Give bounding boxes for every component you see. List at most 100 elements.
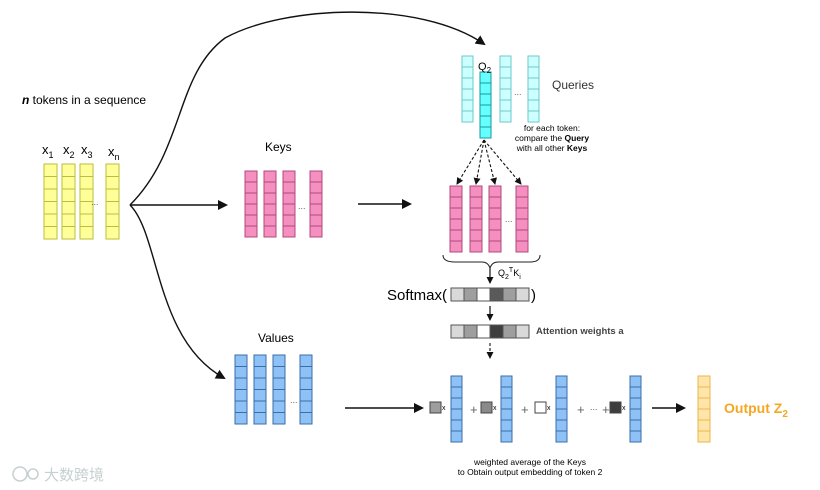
token-label-x3: x3 (81, 142, 93, 160)
key-stack-brace (442, 254, 541, 270)
vector-cell (79, 176, 94, 190)
vector-cell (43, 226, 58, 240)
query-compare-arrows (456, 139, 522, 185)
vector-cell (234, 389, 248, 402)
vector-cell (272, 389, 286, 402)
vector-cell (555, 430, 568, 443)
plus-sign: + (521, 402, 529, 417)
vector-cell (555, 408, 568, 421)
vector-cell (299, 354, 313, 367)
queries-note: for each token: compare the Query with a… (515, 123, 589, 153)
attention-cell-6 (515, 324, 530, 339)
token-vector-1 (43, 163, 58, 240)
vector-cell (515, 229, 529, 242)
vector-cell (449, 240, 463, 253)
svg-text:大数跨境: 大数跨境 (44, 466, 104, 484)
softmax-cell-5 (502, 287, 517, 302)
svg-text:weighted average of the Keys: weighted average of the Keys (473, 457, 586, 467)
key-stack-vector-1 (449, 185, 463, 253)
weighted-value-vector-4 (629, 375, 642, 443)
queries-ellipsis: ... (514, 87, 522, 97)
vector-cell (629, 419, 642, 432)
vector-cell (253, 389, 267, 402)
vector-cell (272, 366, 286, 379)
vector-cell (527, 110, 540, 123)
vector-cell (61, 226, 76, 240)
token-vector-3 (79, 163, 94, 240)
key-stack-ellipsis: ... (505, 214, 513, 224)
vector-cell (469, 185, 483, 198)
arrow-to-queries (129, 11, 486, 206)
vector-cell (309, 192, 323, 205)
vector-cell (244, 192, 258, 205)
vector-cell (43, 201, 58, 215)
output-vector (697, 375, 711, 443)
output-label: Output Z2 (724, 400, 788, 420)
weighted-caption: weighted average of the Keys to Obtain o… (458, 457, 603, 477)
vector-cell (488, 196, 502, 209)
vector-cell (500, 397, 513, 410)
token-label-x2: x2 (63, 142, 75, 160)
vector-cell (488, 207, 502, 220)
vector-cell (263, 181, 277, 194)
weighted-value-vector-1 (450, 375, 463, 443)
vector-cell (234, 354, 248, 367)
vector-cell (43, 163, 58, 177)
times-sign: x (493, 405, 497, 412)
vector-cell (309, 170, 323, 183)
vector-cell (282, 170, 296, 183)
query-vector-q2 (479, 71, 492, 139)
values-ellipsis: ... (290, 395, 298, 405)
vector-cell (461, 88, 474, 101)
value-vector-2 (253, 354, 267, 425)
vector-cell (469, 229, 483, 242)
vector-cell (244, 181, 258, 194)
score-label: Q2TKi (498, 267, 521, 281)
times-sign: x (622, 405, 626, 412)
vector-cell (282, 192, 296, 205)
vector-cell (555, 419, 568, 432)
key-vector-3 (282, 170, 296, 238)
key-stack-vector-3 (488, 185, 502, 253)
query-vector-3 (499, 55, 512, 123)
vector-cell (469, 240, 483, 253)
key-vector-2 (263, 170, 277, 238)
value-vector-4 (299, 354, 313, 425)
vector-cell (43, 176, 58, 190)
vector-cell (299, 412, 313, 425)
vector-cell (629, 408, 642, 421)
weight-square-2 (480, 401, 493, 414)
vector-cell (697, 408, 711, 421)
vector-cell (105, 163, 120, 177)
vector-cell (527, 77, 540, 90)
softmax-cell-4 (489, 287, 504, 302)
vector-cell (461, 77, 474, 90)
softmax-close: ) (531, 287, 536, 304)
vector-cell (555, 375, 568, 388)
attention-cell-4 (489, 324, 504, 339)
token-vector-2 (61, 163, 76, 240)
vector-cell (479, 126, 492, 139)
vector-cell (555, 386, 568, 399)
vector-cell (299, 400, 313, 413)
vector-cell (479, 93, 492, 106)
vector-cell (234, 366, 248, 379)
key-stack-vector-2 (469, 185, 483, 253)
vector-cell (61, 176, 76, 190)
vector-cell (500, 375, 513, 388)
vector-cell (461, 66, 474, 79)
svg-text:to Obtain output embedding of: to Obtain output embedding of token 2 (458, 467, 603, 477)
vector-cell (555, 397, 568, 410)
vector-cell (527, 99, 540, 112)
vector-cell (61, 213, 76, 227)
vector-cell (697, 386, 711, 399)
vector-cell (309, 214, 323, 227)
vector-cell (105, 188, 120, 202)
vector-cell (309, 203, 323, 216)
token-labels: x1 x2 x3 xn (42, 142, 120, 162)
vector-cell (43, 213, 58, 227)
attention-label: Attention weights a (536, 326, 624, 337)
vector-cell (469, 218, 483, 231)
vector-cell (515, 196, 529, 209)
